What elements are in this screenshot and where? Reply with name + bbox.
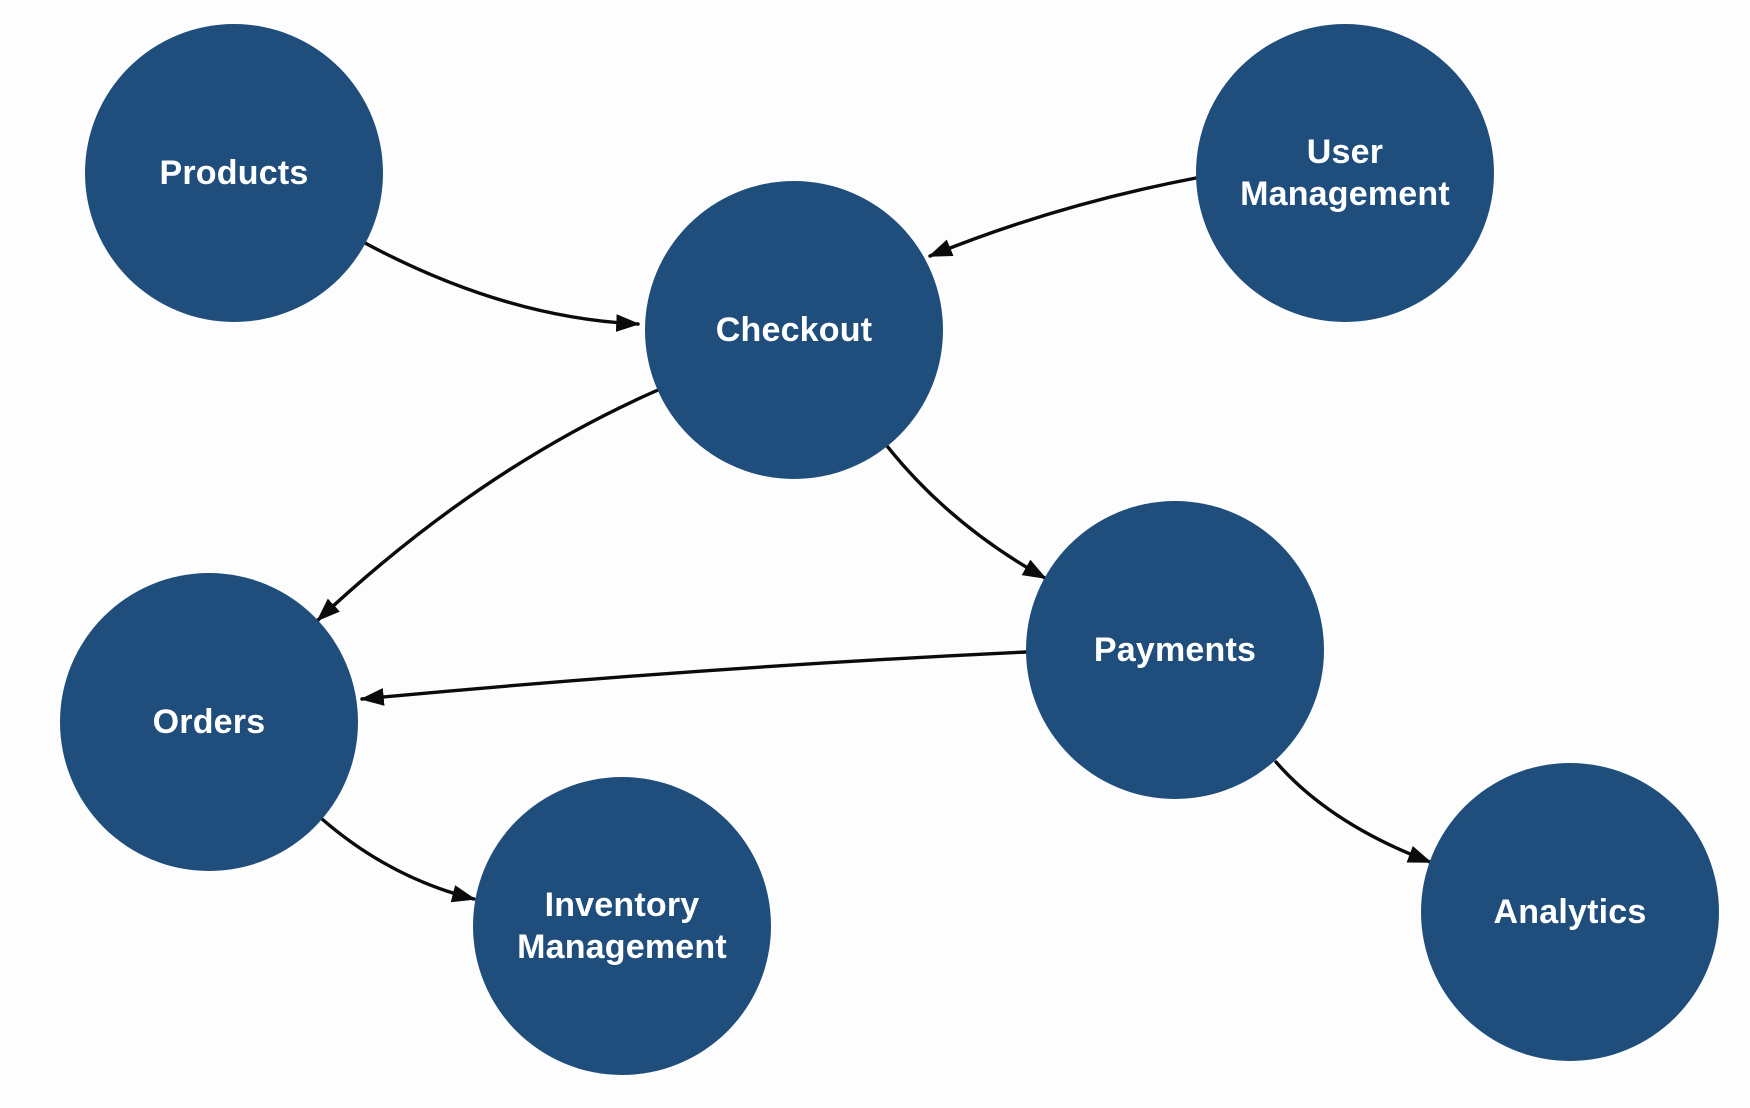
diagram-node-orders[interactable]: Orders — [60, 573, 358, 871]
diagram-node-products[interactable]: Products — [85, 24, 383, 322]
node-label-user-management: User Management — [1240, 132, 1450, 214]
edge-payments-to-orders — [359, 650, 1028, 706]
node-label-orders: Orders — [152, 702, 266, 741]
edge-products-to-checkout — [363, 241, 641, 332]
node-label-products: Products — [159, 153, 309, 192]
edge-user-management-to-checkout — [928, 176, 1198, 258]
edge-orders-to-inventory-management — [320, 817, 476, 903]
diagram-node-checkout[interactable]: Checkout — [645, 181, 943, 479]
node-label-payments: Payments — [1093, 630, 1257, 669]
diagram-node-inventory-management[interactable]: Inventory Management — [473, 777, 771, 1075]
diagram-node-payments[interactable]: Payments — [1026, 501, 1324, 799]
diagram-node-analytics[interactable]: Analytics — [1421, 763, 1719, 1061]
edge-checkout-to-payments — [885, 444, 1047, 580]
edge-checkout-to-orders — [316, 388, 660, 622]
node-label-checkout: Checkout — [715, 310, 873, 349]
node-label-analytics: Analytics — [1493, 892, 1647, 931]
node-label-inventory-management: Inventory Management — [517, 885, 727, 967]
edge-payments-to-analytics — [1274, 760, 1432, 864]
diagram-node-user-management[interactable]: User Management — [1196, 24, 1494, 322]
